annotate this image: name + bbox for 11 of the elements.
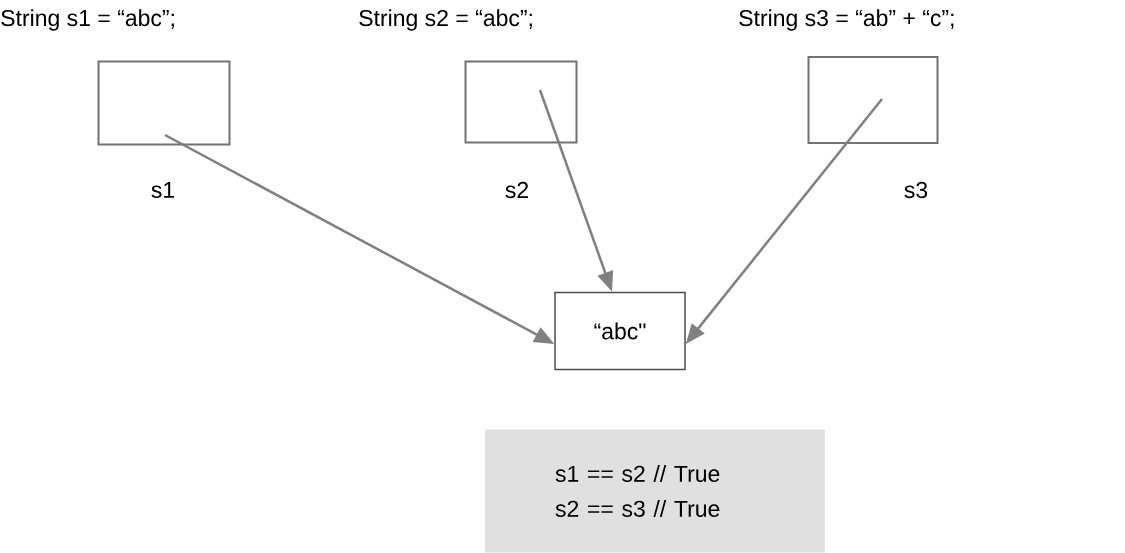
code-line: String s2 = “abc”;	[359, 9, 532, 31]
variable-label: s2	[505, 181, 528, 199]
variable-box	[464, 60, 578, 144]
code-panel: s1 == s2 // True s2 == s3 // True	[485, 429, 825, 553]
variable-label: s3	[904, 181, 928, 199]
code-line: String s3 = “ab” + “c”;	[739, 9, 954, 31]
variable-box	[807, 56, 939, 144]
variable-box	[97, 60, 231, 146]
code-line: String s1 = “abc”;	[1, 9, 174, 31]
variable-label: s1	[151, 181, 175, 198]
value-box: “abc"	[554, 291, 686, 371]
